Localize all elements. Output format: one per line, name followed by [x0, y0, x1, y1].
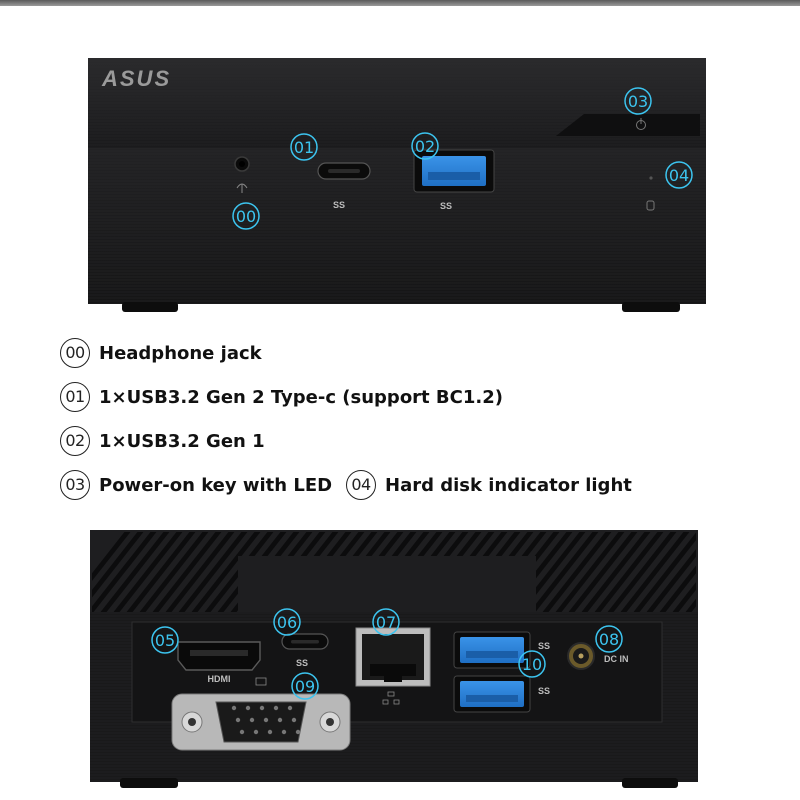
legend-row-01: 01 1×USB3.2 Gen 2 Type-c (support BC1.2): [60, 380, 503, 414]
legend-row-00: 00 Headphone jack: [60, 336, 262, 370]
svg-text:00: 00: [236, 207, 256, 226]
legend-row-04: 04 Hard disk indicator light: [346, 468, 632, 502]
svg-text:01: 01: [294, 138, 314, 157]
callout-02: 02: [411, 132, 439, 160]
power-button[interactable]: [556, 114, 700, 136]
ethernet-port[interactable]: [355, 627, 431, 687]
hdd-led: [649, 176, 653, 180]
legend-text: Power-on key with LED: [99, 474, 333, 496]
callout-10: 10: [518, 650, 546, 678]
svg-text:10: 10: [522, 655, 542, 674]
front-foot-left: [122, 302, 178, 312]
dc-in-mark: DC IN: [604, 654, 629, 664]
legend-row-03: 03 Power-on key with LED: [60, 468, 332, 502]
legend-badge: 04: [346, 470, 376, 500]
front-usb-a-mark: SS: [440, 201, 452, 211]
asus-logo: ASUS: [101, 66, 171, 91]
callout-04: 04: [665, 161, 693, 189]
top-edge-bar: [0, 0, 800, 6]
front-usb-c-mark: SS: [333, 200, 345, 210]
legend-badge: 01: [60, 382, 90, 412]
network-icon: [382, 691, 400, 705]
hdmi-mark: HDMI: [208, 674, 231, 684]
rear-foot-right: [622, 778, 678, 788]
legend-text: 1×USB3.2 Gen 1: [99, 430, 265, 452]
callout-06: 06: [273, 608, 301, 636]
callout-03: 03: [624, 87, 652, 115]
svg-text:06: 06: [277, 613, 297, 632]
rear-usb-c-port[interactable]: [281, 633, 329, 650]
power-icon: [636, 118, 646, 130]
monitor-icon: [255, 677, 267, 686]
legend-text: 1×USB3.2 Gen 2 Type-c (support BC1.2): [99, 386, 503, 408]
rear-usb-a-port-bottom[interactable]: [453, 675, 531, 713]
headphone-icon: [236, 183, 248, 193]
svg-text:03: 03: [628, 92, 648, 111]
svg-text:08: 08: [599, 630, 619, 649]
vga-port[interactable]: [171, 693, 351, 751]
legend-text: Headphone jack: [99, 342, 262, 364]
legend-badge: 03: [60, 470, 90, 500]
front-usb-c-port[interactable]: [317, 162, 371, 180]
legend-badge: 00: [60, 338, 90, 368]
svg-text:09: 09: [295, 677, 315, 696]
svg-text:02: 02: [415, 137, 435, 156]
rear-usb-a-top-mark: SS: [538, 641, 550, 651]
callout-05: 05: [151, 626, 179, 654]
callout-08: 08: [595, 625, 623, 653]
legend-row-02: 02 1×USB3.2 Gen 1: [60, 424, 265, 458]
hdd-icon: [646, 200, 655, 211]
svg-text:07: 07: [376, 613, 396, 632]
callout-01: 01: [290, 133, 318, 161]
front-foot-right: [622, 302, 680, 312]
front-usb-a-port[interactable]: [413, 149, 495, 193]
callout-00: 00: [232, 202, 260, 230]
svg-text:04: 04: [669, 166, 689, 185]
callout-09: 09: [291, 672, 319, 700]
rear-usb-a-bottom-mark: SS: [538, 686, 550, 696]
legend-text: Hard disk indicator light: [385, 474, 632, 496]
rear-unit: HDMI SS SS SS: [90, 530, 698, 788]
hdmi-port[interactable]: [177, 641, 261, 671]
rear-usb-a-port-top[interactable]: [453, 631, 531, 669]
front-unit: ASUS SS SS: [88, 58, 706, 312]
rear-usb-c-mark: SS: [296, 658, 308, 668]
legend-badge: 02: [60, 426, 90, 456]
callout-07: 07: [372, 608, 400, 636]
svg-text:05: 05: [155, 631, 175, 650]
headphone-jack[interactable]: [234, 156, 250, 172]
dc-in-port[interactable]: [567, 642, 595, 670]
rear-foot-left: [120, 778, 178, 788]
